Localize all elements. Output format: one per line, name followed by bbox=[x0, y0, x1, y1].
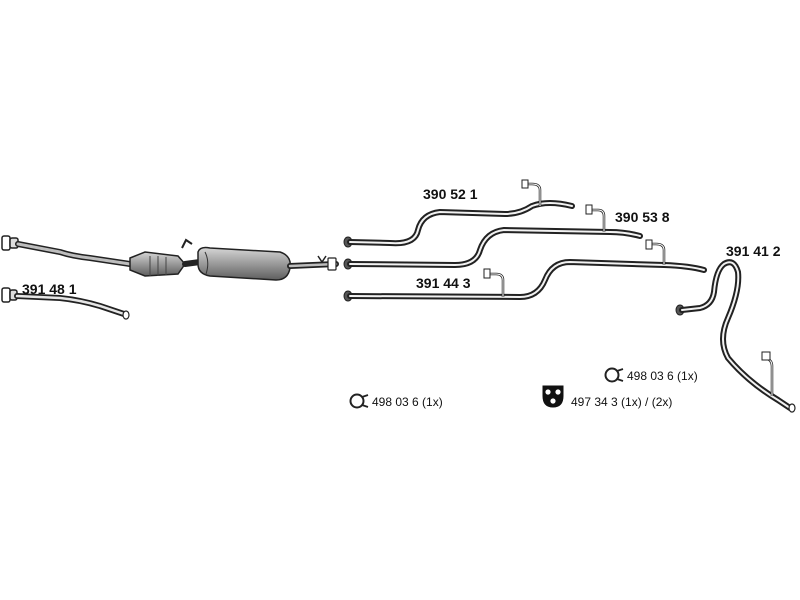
part-label-391412: 391 41 2 bbox=[726, 243, 781, 259]
middle-pipe-390521 bbox=[343, 179, 575, 248]
part-label-390538: 390 53 8 bbox=[615, 209, 670, 225]
part-label-391443: 391 44 3 bbox=[416, 275, 471, 291]
part-label-390521: 390 52 1 bbox=[423, 186, 478, 202]
part-label-391481: 391 48 1 bbox=[22, 281, 77, 297]
clamp-right-label: 498 03 6 (1x) bbox=[627, 369, 698, 383]
middle-pipe-391443 bbox=[343, 239, 707, 302]
front-system-assembly bbox=[1, 235, 339, 281]
front-pipe-391481 bbox=[1, 287, 130, 320]
front-muffler bbox=[197, 246, 292, 281]
catalytic-converter bbox=[129, 251, 186, 277]
clamp-ring-icon bbox=[604, 367, 624, 383]
clamp-ring-icon bbox=[349, 393, 369, 409]
rubber-hanger-icon bbox=[542, 385, 564, 408]
tailpipe-391412 bbox=[675, 259, 796, 413]
middle-pipe-390538 bbox=[343, 204, 643, 270]
clamp-left-label: 498 03 6 (1x) bbox=[372, 395, 443, 409]
hanger-label: 497 34 3 (1x) / (2x) bbox=[571, 395, 673, 409]
